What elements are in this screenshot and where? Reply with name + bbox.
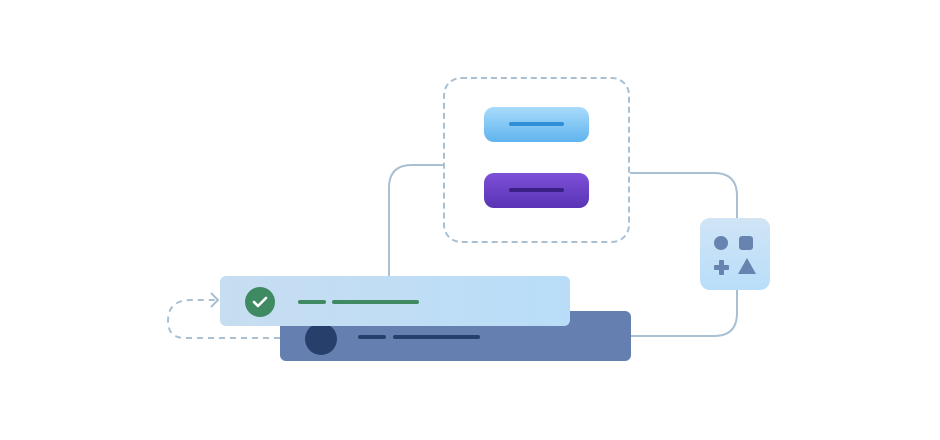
- front-list-card: [220, 276, 570, 326]
- left-connector: [388, 164, 443, 276]
- plus-icon: [714, 260, 729, 275]
- check-mark: [252, 296, 268, 308]
- blue-pill-text-line: [509, 122, 564, 126]
- front-card-text-line-long: [332, 300, 419, 304]
- right-connector-top: [630, 172, 738, 218]
- arrow-right-icon: [210, 292, 220, 308]
- dashed-selection-panel: [443, 77, 630, 243]
- square-icon: [739, 236, 753, 250]
- purple-action-pill: [484, 173, 589, 208]
- front-card-text-line-short: [298, 300, 326, 304]
- back-card-text-line-short: [358, 335, 386, 339]
- avatar: [305, 323, 337, 355]
- blue-action-pill: [484, 107, 589, 142]
- back-card-text-line-long: [393, 335, 480, 339]
- triangle-icon: [738, 258, 756, 274]
- circle-icon: [714, 236, 728, 250]
- shapes-card: [700, 218, 770, 290]
- return-loop-connector: [166, 299, 280, 339]
- right-connector-bottom: [631, 290, 738, 337]
- check-icon: [245, 287, 275, 317]
- purple-pill-text-line: [509, 188, 564, 192]
